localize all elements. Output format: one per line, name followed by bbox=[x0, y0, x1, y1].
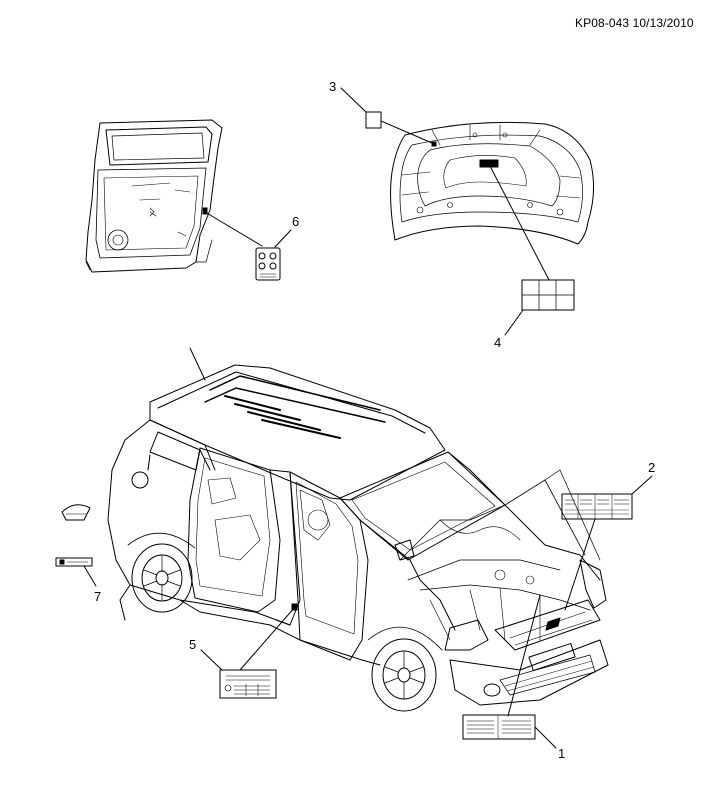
leader-line-6b bbox=[274, 229, 292, 248]
callout-7: 7 bbox=[94, 589, 101, 604]
rear-door-illustration bbox=[85, 119, 223, 273]
leader-line-3a bbox=[340, 87, 367, 113]
vehicle-illustration bbox=[61, 347, 609, 712]
leader-line-7 bbox=[83, 565, 97, 587]
drawing-reference-label: KP08-043 10/13/2010 bbox=[575, 16, 694, 30]
callout-2: 2 bbox=[648, 460, 655, 475]
callout-5: 5 bbox=[189, 637, 196, 652]
leader-line-3b bbox=[380, 120, 433, 144]
label-3-box bbox=[365, 111, 382, 129]
label-2-emission-decal bbox=[561, 493, 633, 520]
callout-6: 6 bbox=[292, 214, 299, 229]
leader-line-4a bbox=[489, 165, 550, 281]
hood-illustration bbox=[390, 121, 594, 245]
leader-line-1 bbox=[507, 594, 557, 749]
leader-line-5a bbox=[239, 606, 296, 671]
callout-3: 3 bbox=[329, 79, 336, 94]
label-5-tire-placard bbox=[219, 669, 277, 699]
lamp-part-illustration bbox=[61, 504, 91, 521]
leader-line-4b bbox=[504, 309, 524, 336]
label-1-vehicle-info-decal bbox=[462, 714, 536, 740]
label-7-decal bbox=[55, 557, 93, 567]
leader-line-5b bbox=[200, 649, 223, 671]
leader-line-6 bbox=[204, 211, 263, 247]
label-4-decal bbox=[521, 279, 575, 311]
callout-1: 1 bbox=[558, 746, 565, 761]
label-6-warning-decal bbox=[255, 247, 281, 281]
callout-4: 4 bbox=[494, 335, 501, 350]
leader-line-2 bbox=[564, 475, 653, 611]
